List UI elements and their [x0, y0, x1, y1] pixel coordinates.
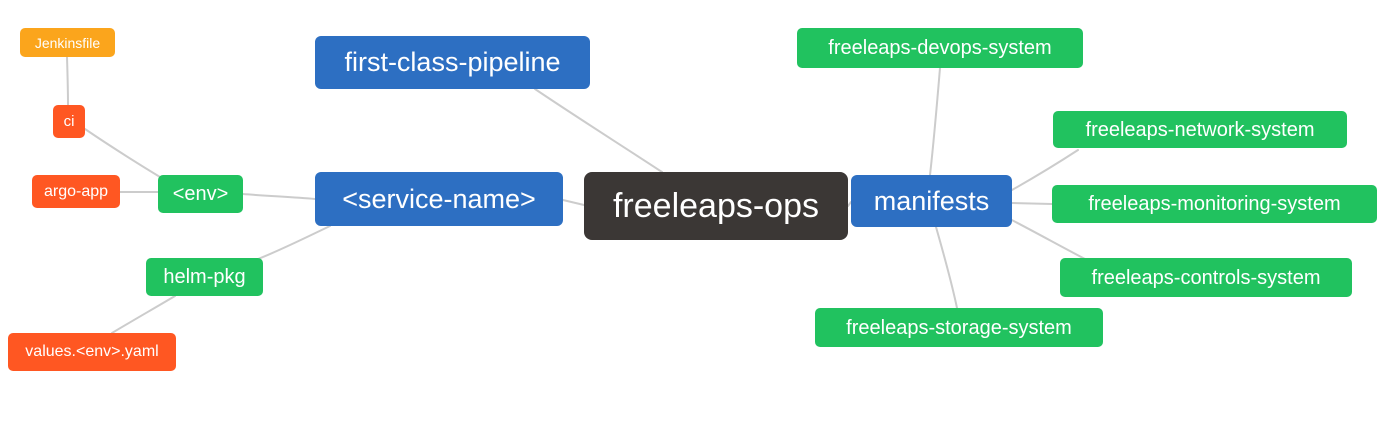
node-freeleaps-monitoring-system[interactable]: freeleaps-monitoring-system — [1052, 185, 1377, 223]
edge-manifests-controls — [1007, 217, 1086, 260]
node-freeleaps-controls-system[interactable]: freeleaps-controls-system — [1060, 258, 1352, 297]
edge-jenkinsfile-ci — [66, 56, 69, 106]
edge-pipeline-root — [534, 88, 663, 173]
node-freeleaps-devops-system[interactable]: freeleaps-devops-system — [797, 28, 1083, 68]
edge-service-root — [562, 199, 585, 206]
edge-helm-pkg-values — [111, 295, 176, 334]
node-freeleaps-storage-system[interactable]: freeleaps-storage-system — [815, 308, 1103, 347]
edge-ci-env — [84, 128, 161, 178]
node-helm-pkg[interactable]: helm-pkg — [146, 258, 263, 296]
node-freeleaps-network-system[interactable]: freeleaps-network-system — [1053, 111, 1347, 148]
node-ci[interactable]: ci — [53, 105, 85, 138]
node-manifests[interactable]: manifests — [851, 175, 1012, 227]
edge-root-manifests — [847, 201, 852, 207]
node-env[interactable]: <env> — [158, 175, 243, 213]
edge-service-helm-pkg — [257, 225, 331, 260]
node-jenkinsfile[interactable]: Jenkinsfile — [20, 28, 115, 57]
edge-manifests-monitoring — [1011, 202, 1053, 205]
edge-manifests-storage — [935, 226, 958, 309]
edge-manifests-network — [1011, 149, 1079, 191]
node-first-class-pipeline[interactable]: first-class-pipeline — [315, 36, 590, 89]
node-argo-app[interactable]: argo-app — [32, 175, 120, 208]
edge-env-service — [242, 193, 316, 200]
edge-manifests-devops — [929, 67, 941, 176]
node-freeleaps-ops-root[interactable]: freeleaps-ops — [584, 172, 848, 240]
node-values-env-yaml[interactable]: values.<env>.yaml — [8, 333, 176, 371]
node-service-name[interactable]: <service-name> — [315, 172, 563, 226]
